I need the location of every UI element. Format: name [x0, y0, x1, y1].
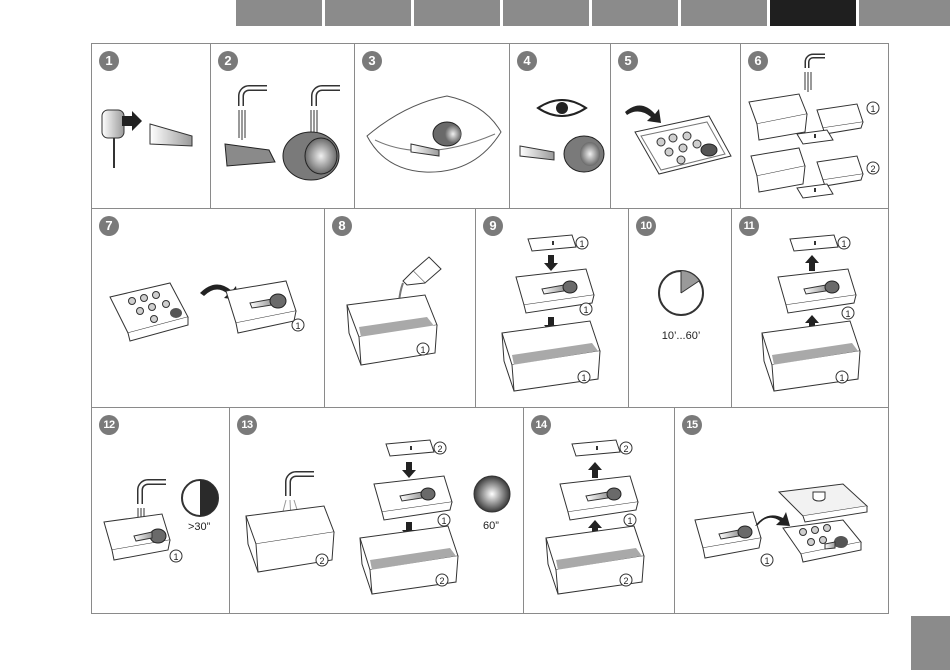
step-panel-4: 4 — [509, 43, 611, 209]
container-marker-1: 1 — [583, 305, 588, 315]
rinse-under-tap-illustration — [211, 44, 355, 209]
pour-solution-illustration: 1 — [325, 209, 476, 408]
container-marker-2: 2 — [623, 576, 628, 586]
remove-from-bath-illustration: 1 1 1 — [732, 209, 889, 408]
parts-in-cloth-illustration — [355, 44, 510, 209]
page-edge-tab — [911, 616, 950, 670]
container-marker-1: 1 — [420, 345, 425, 355]
step-panel-5: 5 — [610, 43, 741, 209]
prepare-containers-illustration: 1 2 — [741, 44, 889, 209]
remove-from-second-bath-illustration: 2 1 2 — [524, 408, 675, 614]
step-panel-2: 2 — [210, 43, 355, 209]
container-marker-1: 1 — [627, 516, 632, 526]
step-panel-9: 9 1 1 1 — [475, 208, 629, 408]
step-panel-7: 7 1 — [91, 208, 325, 408]
step-panel-15: 15 1 — [674, 407, 889, 614]
rinse-time-caption: >30” — [188, 521, 210, 533]
container-marker-2: 2 — [319, 556, 324, 566]
rinse-in-container-illustration: 1 — [92, 408, 230, 614]
place-in-tray-illustration — [611, 44, 741, 209]
container-marker-1: 1 — [841, 239, 846, 249]
immerse-in-bath-illustration: 1 1 1 — [476, 209, 629, 408]
step-panel-3: 3 — [354, 43, 510, 209]
container-marker-1: 1 — [764, 556, 769, 566]
container-marker-2: 2 — [623, 444, 628, 454]
container-marker-1: 1 — [870, 104, 875, 114]
soak-time-caption: 10’...60’ — [649, 330, 713, 342]
container-marker-1: 1 — [581, 373, 586, 383]
container-marker-1: 1 — [173, 552, 178, 562]
step-panel-10: 10 10’...60’ — [628, 208, 732, 408]
step-panel-6: 6 1 2 — [740, 43, 889, 209]
return-to-storage-illustration: 1 — [675, 408, 889, 614]
step-panel-11: 11 1 1 1 — [731, 208, 889, 408]
container-marker-2: 2 — [439, 576, 444, 586]
container-marker-1: 1 — [839, 373, 844, 383]
container-marker-2: 2 — [437, 444, 442, 454]
step-panel-13: 13 2 2 1 2 — [229, 407, 524, 614]
container-marker-1: 1 — [441, 516, 446, 526]
step-panel-8: 8 1 — [324, 208, 476, 408]
container-marker-1: 1 — [295, 321, 300, 331]
detach-tip-illustration — [92, 44, 211, 209]
transfer-parts-illustration: 1 — [92, 209, 325, 408]
bath-time-caption: 60” — [483, 520, 499, 532]
step-panel-1: 1 — [91, 43, 211, 209]
step-panel-12: 12 1 >30” — [91, 407, 230, 614]
container-marker-2: 2 — [870, 164, 875, 174]
step-panel-14: 14 2 1 2 — [523, 407, 675, 614]
container-marker-1: 1 — [845, 309, 850, 319]
second-bath-illustration: 2 2 1 2 — [230, 408, 524, 614]
container-marker-1: 1 — [579, 239, 584, 249]
inspect-parts-illustration — [510, 44, 611, 209]
timer-clock-icon — [629, 209, 732, 408]
